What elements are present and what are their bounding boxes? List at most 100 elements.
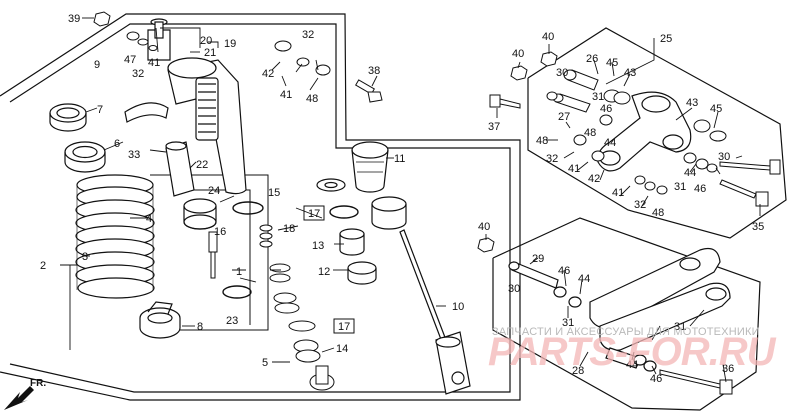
callout-36: 36 <box>722 363 734 375</box>
piston-parts <box>269 263 335 391</box>
valve-stack-18 <box>259 224 273 248</box>
watermark-caption: ЗАПЧАСТИ И АКСЕССУАРЫ ДЛЯ МОТОТЕХНИКИ <box>492 326 760 338</box>
lower-link-28 <box>508 247 731 372</box>
top-hardware <box>126 31 331 76</box>
shock-body <box>147 18 247 195</box>
callout-14: 14 <box>336 343 348 355</box>
spring-stopper <box>139 301 181 339</box>
callout-6: 6 <box>114 138 120 150</box>
bolt-34 <box>719 159 781 175</box>
circlip-23 <box>222 285 252 299</box>
callout-10: 10 <box>452 301 464 313</box>
callout-46-d: 46 <box>650 373 662 385</box>
callout-17-b: 17 <box>338 321 350 333</box>
callout-17-a: 17 <box>308 208 320 220</box>
bearing-24 <box>183 198 217 230</box>
front-direction-arrow-icon <box>4 386 34 410</box>
callout-24: 24 <box>208 185 220 197</box>
bushing-12 <box>347 261 377 285</box>
callout-40-b: 40 <box>542 31 554 43</box>
leader-lines <box>60 17 761 383</box>
callout-9: 9 <box>94 59 100 71</box>
callout-26: 26 <box>586 53 598 65</box>
callout-35: 35 <box>752 221 764 233</box>
callout-30-b: 30 <box>718 151 730 163</box>
lock-nut-ring <box>49 103 87 132</box>
callout-labels: 39 20 19 21 47 41 9 32 7 6 33 22 2 3 4 8… <box>30 13 764 389</box>
linkage-collars <box>546 69 727 195</box>
linkage-arm-25 <box>597 91 692 172</box>
reservoir-cap-11 <box>351 141 389 193</box>
callout-41-top: 41 <box>148 57 160 69</box>
callout-44-a: 44 <box>604 137 616 149</box>
seal-13 <box>339 228 365 256</box>
callout-32-b: 32 <box>546 153 558 165</box>
callout-5: 5 <box>262 357 268 369</box>
callout-40-a: 40 <box>512 48 524 60</box>
callout-32-c: 32 <box>634 199 646 211</box>
callout-42-b: 42 <box>588 173 600 185</box>
shock-spring <box>75 174 155 299</box>
bolt-36 <box>659 369 733 395</box>
callout-28: 28 <box>572 365 584 377</box>
callout-37: 37 <box>488 121 500 133</box>
callout-7: 7 <box>97 104 103 116</box>
callout-31-d: 31 <box>674 321 686 333</box>
callout-1: 1 <box>236 266 242 278</box>
callout-43-b: 43 <box>686 97 698 109</box>
callout-27: 27 <box>558 111 570 123</box>
callout-46-b: 46 <box>694 183 706 195</box>
callout-46-c: 46 <box>558 265 570 277</box>
callout-45-a: 45 <box>606 57 618 69</box>
rubber-bump <box>165 141 195 197</box>
callout-44-c: 44 <box>578 273 590 285</box>
callout-43-a: 43 <box>624 67 636 79</box>
callout-11: 11 <box>394 153 405 165</box>
callout-44-b: 44 <box>684 167 696 179</box>
bolt-35 <box>719 179 769 207</box>
nut-40-mid <box>477 237 495 253</box>
callout-48-c: 48 <box>652 207 664 219</box>
washer-ring <box>316 178 346 192</box>
callout-25: 25 <box>660 33 672 45</box>
spring-seat-plate <box>124 102 169 123</box>
callout-22: 22 <box>196 159 208 171</box>
callout-15: 15 <box>268 187 280 199</box>
bolt-37 <box>489 94 521 109</box>
direction-label: FR. <box>30 378 46 389</box>
callout-13: 13 <box>312 240 324 252</box>
callout-31-a: 31 <box>592 91 604 103</box>
adjuster-nut-ring <box>64 141 106 173</box>
callout-41-mid: 41 <box>280 89 292 101</box>
callout-21: 21 <box>204 47 216 59</box>
callout-12: 12 <box>318 266 330 278</box>
callout-41-c: 41 <box>612 187 624 199</box>
callout-39: 39 <box>68 13 80 25</box>
callout-2: 2 <box>40 260 46 272</box>
callout-41-b: 41 <box>568 163 580 175</box>
callout-46-a: 46 <box>600 103 612 115</box>
callout-29: 29 <box>532 253 544 265</box>
cap-cylinder <box>371 196 407 230</box>
nut-39 <box>93 11 111 27</box>
callout-16: 16 <box>214 226 226 238</box>
callout-30-a: 30 <box>556 67 568 79</box>
watermark-brand: PARTS-FOR.RU <box>488 330 776 374</box>
callout-38: 38 <box>368 65 380 77</box>
callout-32-mid: 32 <box>302 29 314 41</box>
callout-48-a: 48 <box>584 127 596 139</box>
callout-40-c: 40 <box>478 221 490 233</box>
circlip-15 <box>232 201 264 215</box>
needle-valve-16 <box>208 231 218 279</box>
callout-18: 18 <box>283 223 295 235</box>
callout-4: 4 <box>146 213 152 225</box>
callout-3: 3 <box>82 251 88 263</box>
callout-31-b: 31 <box>674 181 686 193</box>
oring-17 <box>329 205 359 219</box>
callout-19: 19 <box>224 38 236 50</box>
callout-33: 33 <box>128 149 140 161</box>
callout-23: 23 <box>226 315 238 327</box>
callout-8: 8 <box>197 321 203 333</box>
group-frame-inner <box>150 174 269 331</box>
